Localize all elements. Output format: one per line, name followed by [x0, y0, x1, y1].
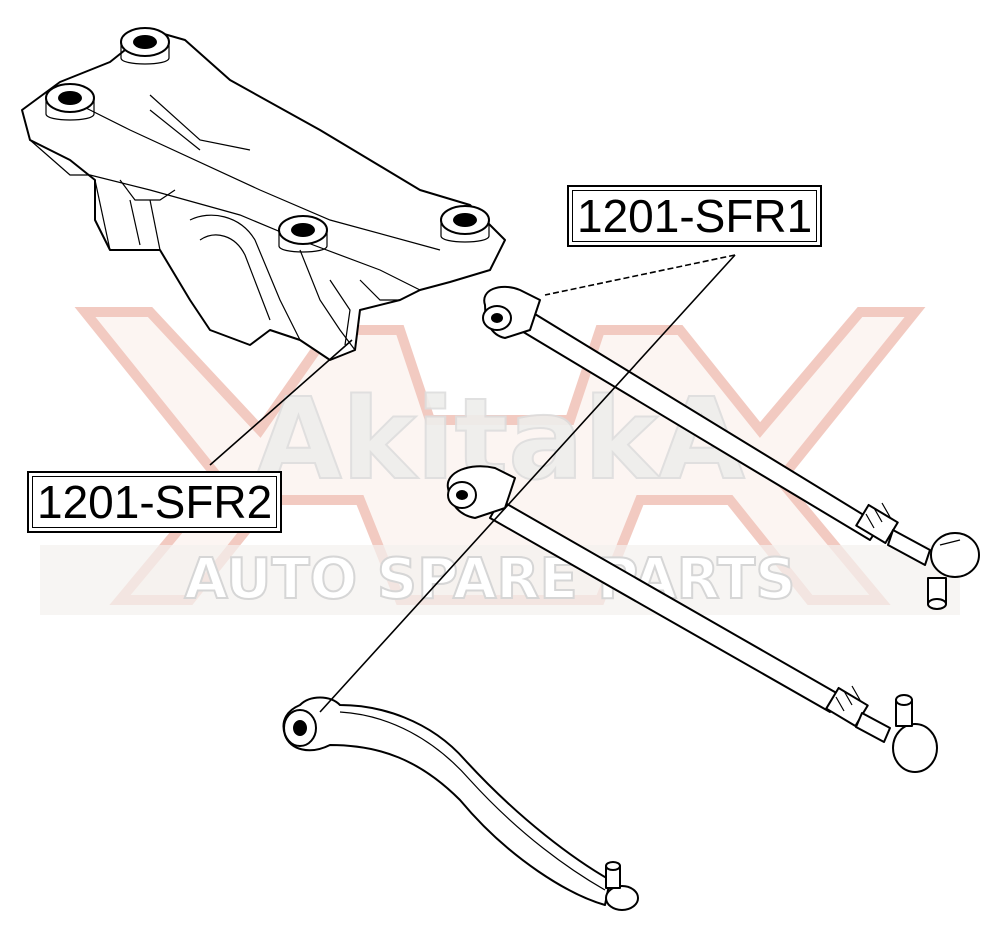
leader-sfr1-to-control-arm	[319, 254, 736, 713]
part-label-1201-sfr2: 1201-SFR2	[27, 471, 283, 533]
lower-lateral-arm	[446, 465, 938, 773]
upper-arm-ball-joint	[927, 532, 980, 610]
leader-lines	[209, 254, 736, 713]
rear-subframe	[21, 27, 506, 361]
watermark-logo: AkitakA AUTO SPARE PARTS	[40, 307, 960, 615]
curved-control-arm	[282, 696, 639, 911]
part-label-1201-sfr1-text: 1201-SFR1	[577, 190, 813, 242]
leader-sfr1-to-upper-arm	[544, 254, 736, 296]
part-label-1201-sfr1: 1201-SFR1	[567, 185, 823, 247]
subframe-mount-center	[278, 215, 328, 253]
subframe-mount-front-left	[120, 27, 170, 65]
control-arm-ball-stud	[605, 861, 639, 911]
part-label-1201-sfr2-text: 1201-SFR2	[37, 476, 273, 528]
subframe-mount-front-right	[440, 205, 490, 243]
leader-sfr2-to-subframe	[209, 339, 353, 466]
subframe-mount-rear-left	[45, 83, 95, 121]
lower-arm-ball-joint	[892, 694, 938, 773]
upper-lateral-arm	[482, 285, 980, 610]
watermark-band	[40, 545, 960, 615]
watermark-tagline: AUTO SPARE PARTS	[184, 547, 795, 612]
